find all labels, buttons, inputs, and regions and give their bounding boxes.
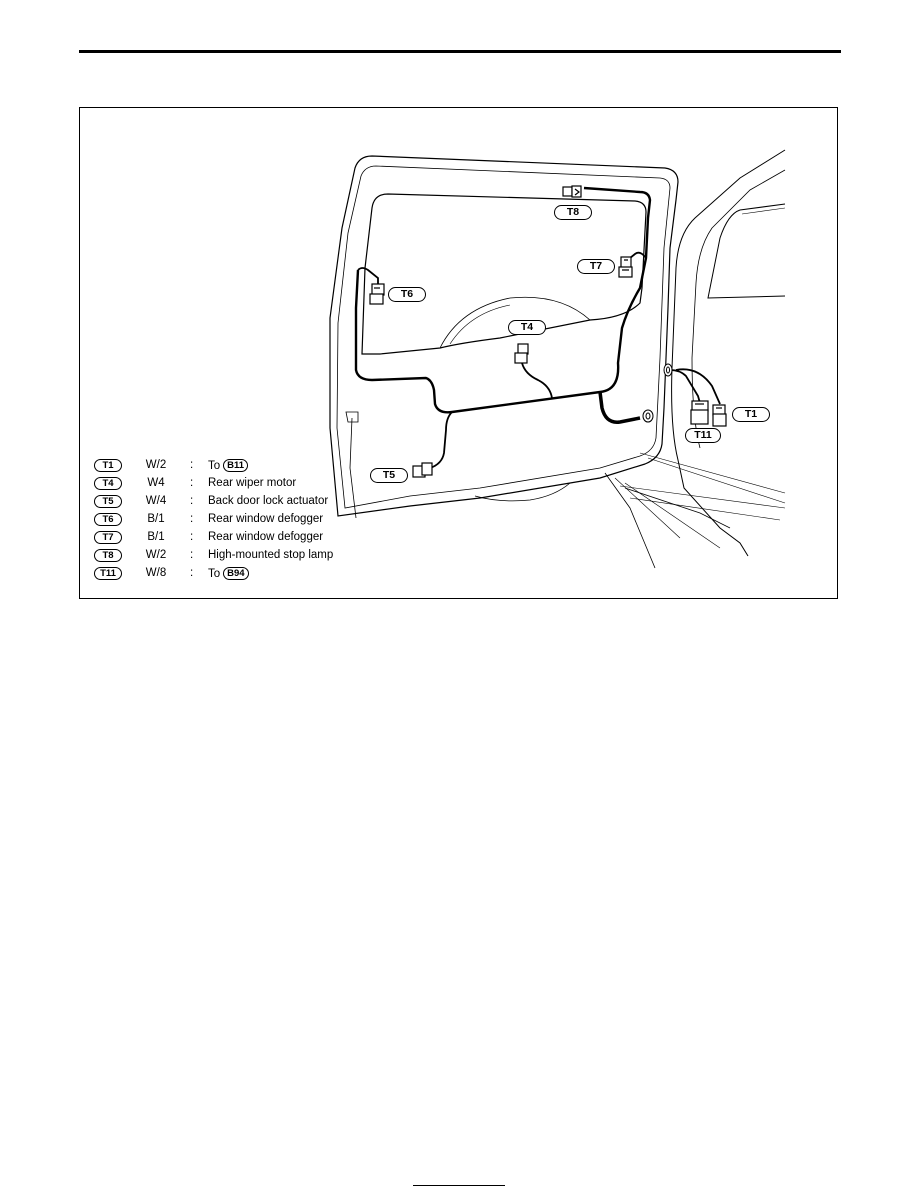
legend-colon: : xyxy=(190,477,194,489)
grommet-lower xyxy=(642,409,654,423)
callout-t7: T7 xyxy=(577,259,615,274)
connector-t7 xyxy=(618,256,633,278)
legend-code: T5 xyxy=(94,495,122,508)
legend-colon: : xyxy=(190,513,194,525)
legend-wire: B/1 xyxy=(147,513,165,525)
legend-colon: : xyxy=(190,531,194,543)
legend-desc: High-mounted stop lamp xyxy=(208,549,334,561)
quarter-window-outline xyxy=(707,203,786,299)
legend-desc: Rear window defogger xyxy=(208,531,324,543)
legend-wire: W/8 xyxy=(145,567,167,579)
spare-tire-outline xyxy=(439,296,591,349)
callout-t4: T4 xyxy=(508,320,546,335)
legend-wire: B/1 xyxy=(147,531,165,543)
connector-t1 xyxy=(712,404,727,427)
legend-wire: W/2 xyxy=(145,459,167,471)
footer-rule xyxy=(413,1185,505,1186)
connector-t8 xyxy=(562,185,582,198)
legend-code: T4 xyxy=(94,477,122,490)
legend-desc-text: To xyxy=(208,568,221,580)
vehicle-body-outline xyxy=(671,149,786,557)
connector-t6 xyxy=(369,283,385,305)
connector-t11 xyxy=(690,400,709,425)
legend-code: T11 xyxy=(94,567,122,580)
grommet-side xyxy=(663,363,673,377)
header-rule xyxy=(79,50,841,53)
callout-t11: T11 xyxy=(685,428,721,443)
legend-desc-text: To xyxy=(208,460,221,472)
legend-wire: W4 xyxy=(147,477,165,489)
callout-t6: T6 xyxy=(388,287,426,302)
legend-ref: B94 xyxy=(223,567,249,580)
legend-code: T6 xyxy=(94,513,122,526)
connector-t4 xyxy=(514,343,529,364)
legend-code: T7 xyxy=(94,531,122,544)
legend-desc: Rear wiper motor xyxy=(208,477,297,489)
back-door-illustration xyxy=(329,149,786,569)
legend-wire: W/2 xyxy=(145,549,167,561)
legend-colon: : xyxy=(190,549,194,561)
legend-colon: : xyxy=(190,495,194,507)
connector-t5 xyxy=(412,462,433,478)
back-door-outline xyxy=(329,155,679,517)
legend-wire: W/4 xyxy=(145,495,167,507)
legend-colon: : xyxy=(190,459,194,471)
rear-window-outline xyxy=(361,193,647,355)
callout-t1: T1 xyxy=(732,407,770,422)
callout-t8: T8 xyxy=(554,205,592,220)
legend-colon: : xyxy=(190,567,194,579)
legend-desc: Rear window defogger xyxy=(208,513,324,525)
spare-tire-lower xyxy=(474,482,571,502)
callout-t5: T5 xyxy=(370,468,408,483)
legend-desc: Back door lock actuator xyxy=(208,495,329,507)
legend-code: T1 xyxy=(94,459,122,472)
legend-ref: B11 xyxy=(223,459,249,472)
legend-code: T8 xyxy=(94,549,122,562)
